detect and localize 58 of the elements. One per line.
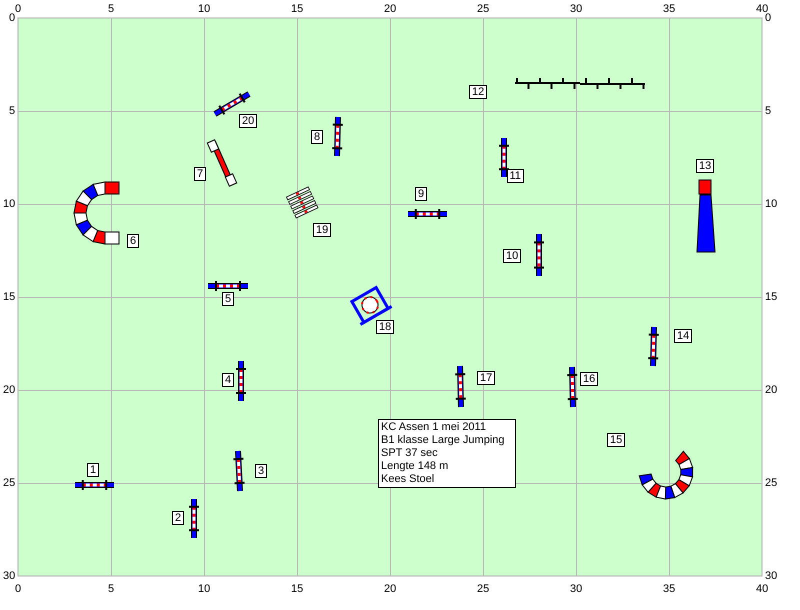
axis-tick-label: 10 [198, 583, 210, 595]
axis-tick-label: 5 [108, 583, 114, 595]
axis-tick-label: 20 [765, 384, 778, 396]
number-label: 17 [477, 371, 496, 385]
number-label: 2 [172, 511, 184, 525]
axis-tick-label: 30 [3, 570, 16, 582]
info-text: Kees Stoel [381, 473, 436, 486]
number-label: 19 [313, 223, 332, 237]
axis-tick-label: 0 [765, 12, 772, 24]
axis-tick-label: 5 [108, 3, 114, 15]
number-label: 6 [127, 234, 140, 248]
axis-tick-label: 20 [384, 3, 396, 15]
axis-tick-label: 30 [765, 570, 778, 582]
number-label: 9 [415, 187, 428, 201]
course-info-box [378, 419, 516, 488]
axis-tick-label: 15 [3, 291, 16, 303]
number-label: 12 [469, 85, 488, 99]
axis-tick-label: 10 [765, 198, 778, 210]
number-label: 20 [239, 114, 258, 128]
axis-tick-label: 15 [765, 291, 778, 303]
axis-tick-label: 5 [765, 105, 772, 117]
axis-tick-label: 40 [756, 583, 768, 595]
number-label: 7 [194, 167, 206, 181]
axis-tick-label: 40 [756, 3, 768, 15]
axis-tick-label: 30 [570, 3, 582, 15]
number-label: 18 [376, 320, 394, 334]
axis-tick-label: 10 [3, 198, 16, 210]
axis-tick-label: 25 [477, 583, 490, 595]
number-label: 16 [580, 372, 598, 386]
axis-tick-label: 10 [198, 3, 210, 15]
number-label: 3 [255, 464, 268, 478]
axis-tick-label: 25 [477, 3, 490, 15]
axis-tick-label: 25 [3, 477, 16, 489]
axis-tick-label: 15 [291, 3, 304, 15]
number-label: 13 [696, 159, 714, 173]
axis-tick-label: 35 [663, 3, 676, 15]
number-label: 5 [222, 292, 234, 306]
info-text: B1 klasse Large Jumping [381, 434, 506, 447]
axis-tick-label: 0 [15, 583, 22, 595]
info-text: Lengte 148 m [381, 460, 450, 473]
number-label: 15 [607, 433, 626, 447]
info-text: KC Assen 1 mei 2011 [381, 421, 487, 434]
info-text: SPT 37 sec [381, 447, 439, 460]
axis-tick-label: 5 [9, 105, 16, 117]
axis-tick-label: 0 [9, 12, 16, 24]
axis-tick-label: 20 [384, 583, 396, 595]
number-label: 10 [503, 249, 522, 263]
axis-tick-label: 15 [291, 583, 304, 595]
axis-tick-label: 0 [15, 3, 22, 15]
axis-tick-label: 25 [765, 477, 778, 489]
number-label: 8 [311, 130, 324, 144]
axis-tick-label: 35 [663, 583, 676, 595]
number-label: 14 [674, 329, 692, 343]
number-label: 4 [222, 373, 234, 387]
number-label: 1 [87, 463, 100, 477]
number-label: 11 [506, 169, 524, 183]
axis-tick-label: 20 [3, 384, 16, 396]
axis-tick-label: 30 [570, 583, 582, 595]
